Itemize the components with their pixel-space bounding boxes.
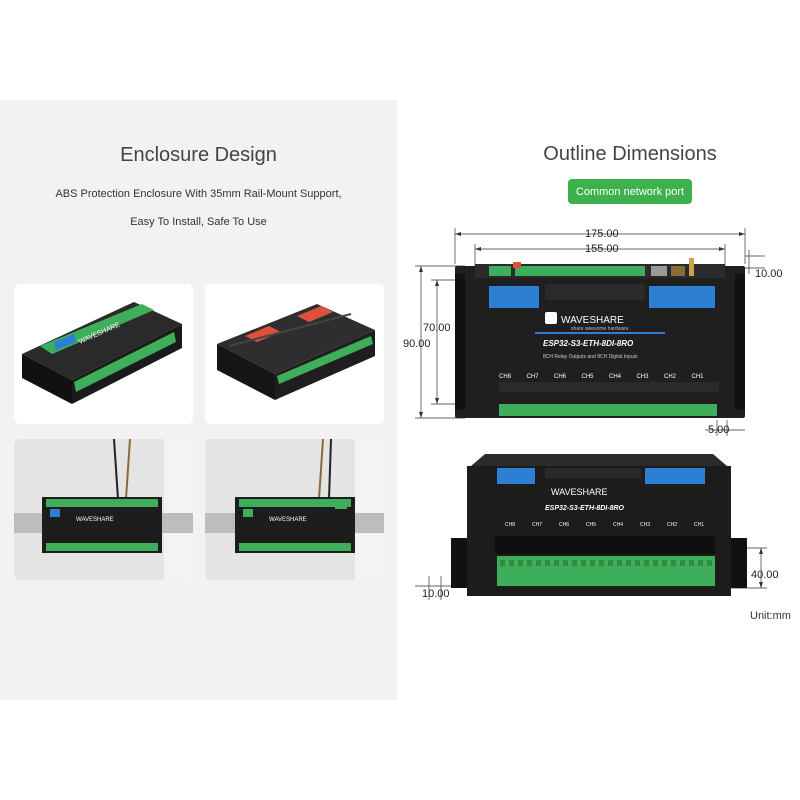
dim-width-outer: 175.00 bbox=[585, 228, 619, 240]
terminal-screw bbox=[509, 560, 514, 566]
svg-text:WAVESHARE: WAVESHARE bbox=[269, 517, 307, 523]
channel-label-ch5: CH5 bbox=[582, 374, 595, 380]
terminal-screw bbox=[590, 560, 595, 566]
terminal-screw bbox=[545, 560, 550, 566]
device-tagline: share awesome hardware bbox=[571, 326, 629, 332]
outline-dimension-drawing: WAVESHARE share awesome hardware ESP32-S… bbox=[415, 228, 767, 600]
terminal-screws bbox=[500, 560, 712, 566]
svg-text:WAVESHARE: WAVESHARE bbox=[551, 487, 608, 497]
channel-label-ch8: CH8 bbox=[505, 522, 515, 528]
enclosure-description-line1: ABS Protection Enclosure With 35mm Rail-… bbox=[55, 188, 342, 200]
module-photo-back bbox=[205, 284, 384, 424]
dim-top-offset: 10.00 bbox=[755, 268, 783, 280]
terminal-screw bbox=[635, 560, 640, 566]
terminal-screw bbox=[689, 560, 694, 566]
channel-label-ch4: CH4 bbox=[609, 374, 622, 380]
terminal-screw bbox=[563, 560, 568, 566]
terminal-screw bbox=[527, 560, 532, 566]
svg-text:WAVESHARE: WAVESHARE bbox=[76, 517, 114, 523]
dimension-lines bbox=[415, 228, 767, 600]
enclosure-design-panel: Enclosure Design ABS Protection Enclosur… bbox=[0, 100, 397, 700]
module-photo-rail-mounted-alt: WAVESHARE bbox=[205, 439, 384, 580]
channel-labels-perspective: CH8 CH7 CH6 CH5 CH4 CH3 CH2 CH1 bbox=[505, 522, 704, 528]
channel-label-ch7: CH7 bbox=[532, 522, 542, 528]
terminal-screw bbox=[671, 560, 676, 566]
channel-label-ch4: CH4 bbox=[613, 522, 623, 528]
enclosure-description-line2: Easy To Install, Safe To Use bbox=[130, 216, 267, 228]
outline-dimensions-title: Outline Dimensions bbox=[543, 143, 717, 165]
channel-label-ch1: CH1 bbox=[692, 374, 705, 380]
terminal-screw bbox=[554, 560, 559, 566]
dim-side-offset: 10.00 bbox=[422, 588, 450, 600]
terminal-screw bbox=[707, 560, 712, 566]
terminal-screw bbox=[662, 560, 667, 566]
terminal-screw bbox=[617, 560, 622, 566]
channel-label-ch6: CH6 bbox=[554, 374, 567, 380]
channel-label-ch1: CH1 bbox=[694, 522, 704, 528]
channel-label-ch5: CH5 bbox=[586, 522, 596, 528]
terminal-screw bbox=[536, 560, 541, 566]
terminal-screw bbox=[608, 560, 613, 566]
terminal-screw bbox=[680, 560, 685, 566]
terminal-screw bbox=[698, 560, 703, 566]
dim-height-outer: 90.00 bbox=[403, 338, 431, 350]
enclosure-design-title: Enclosure Design bbox=[120, 144, 277, 166]
device-subtitle: 8CH Relay Outputs and 8CH Digital Inputs bbox=[543, 354, 638, 360]
dimension-arrows bbox=[419, 232, 763, 588]
channel-label-ch8: CH8 bbox=[499, 374, 512, 380]
channel-labels-top: CH8 CH7 CH6 CH5 CH4 CH3 CH2 CH1 bbox=[499, 374, 704, 380]
channel-label-ch3: CH3 bbox=[640, 522, 650, 528]
dim-height-inner: 70.00 bbox=[423, 322, 451, 334]
device-perspective-view: WAVESHARE ESP32-S3-ETH-8DI-8RO CH8 CH7 CH6… bbox=[451, 454, 747, 596]
channel-label-ch3: CH3 bbox=[637, 374, 650, 380]
device-model: ESP32-S3-ETH-8DI-8RO bbox=[543, 339, 634, 348]
terminal-screw bbox=[518, 560, 523, 566]
svg-text:ESP32-S3-ETH-8DI-8RO: ESP32-S3-ETH-8DI-8RO bbox=[545, 505, 625, 512]
terminal-screw bbox=[572, 560, 577, 566]
terminal-screw bbox=[644, 560, 649, 566]
module-photo-rail-mounted: WAVESHARE bbox=[14, 439, 193, 580]
module-photo-front: WAVESHARE bbox=[14, 284, 193, 424]
dim-depth: 40.00 bbox=[751, 569, 779, 581]
terminal-screw bbox=[500, 560, 505, 566]
channel-label-ch7: CH7 bbox=[527, 374, 540, 380]
dim-bottom-offset: 5.00 bbox=[708, 424, 730, 436]
channel-label-ch6: CH6 bbox=[559, 522, 569, 528]
device-brand: WAVESHARE bbox=[561, 315, 624, 326]
unit-label: Unit:mm bbox=[750, 610, 791, 622]
device-top-view: WAVESHARE share awesome hardware ESP32-S… bbox=[455, 258, 745, 418]
terminal-screw bbox=[653, 560, 658, 566]
terminal-screw bbox=[581, 560, 586, 566]
channel-label-ch2: CH2 bbox=[664, 374, 677, 380]
terminal-screw bbox=[626, 560, 631, 566]
channel-label-ch2: CH2 bbox=[667, 522, 677, 528]
terminal-screw bbox=[599, 560, 604, 566]
dim-width-inner: 155.00 bbox=[585, 243, 619, 255]
common-network-port-button[interactable]: Common network port bbox=[568, 179, 692, 204]
